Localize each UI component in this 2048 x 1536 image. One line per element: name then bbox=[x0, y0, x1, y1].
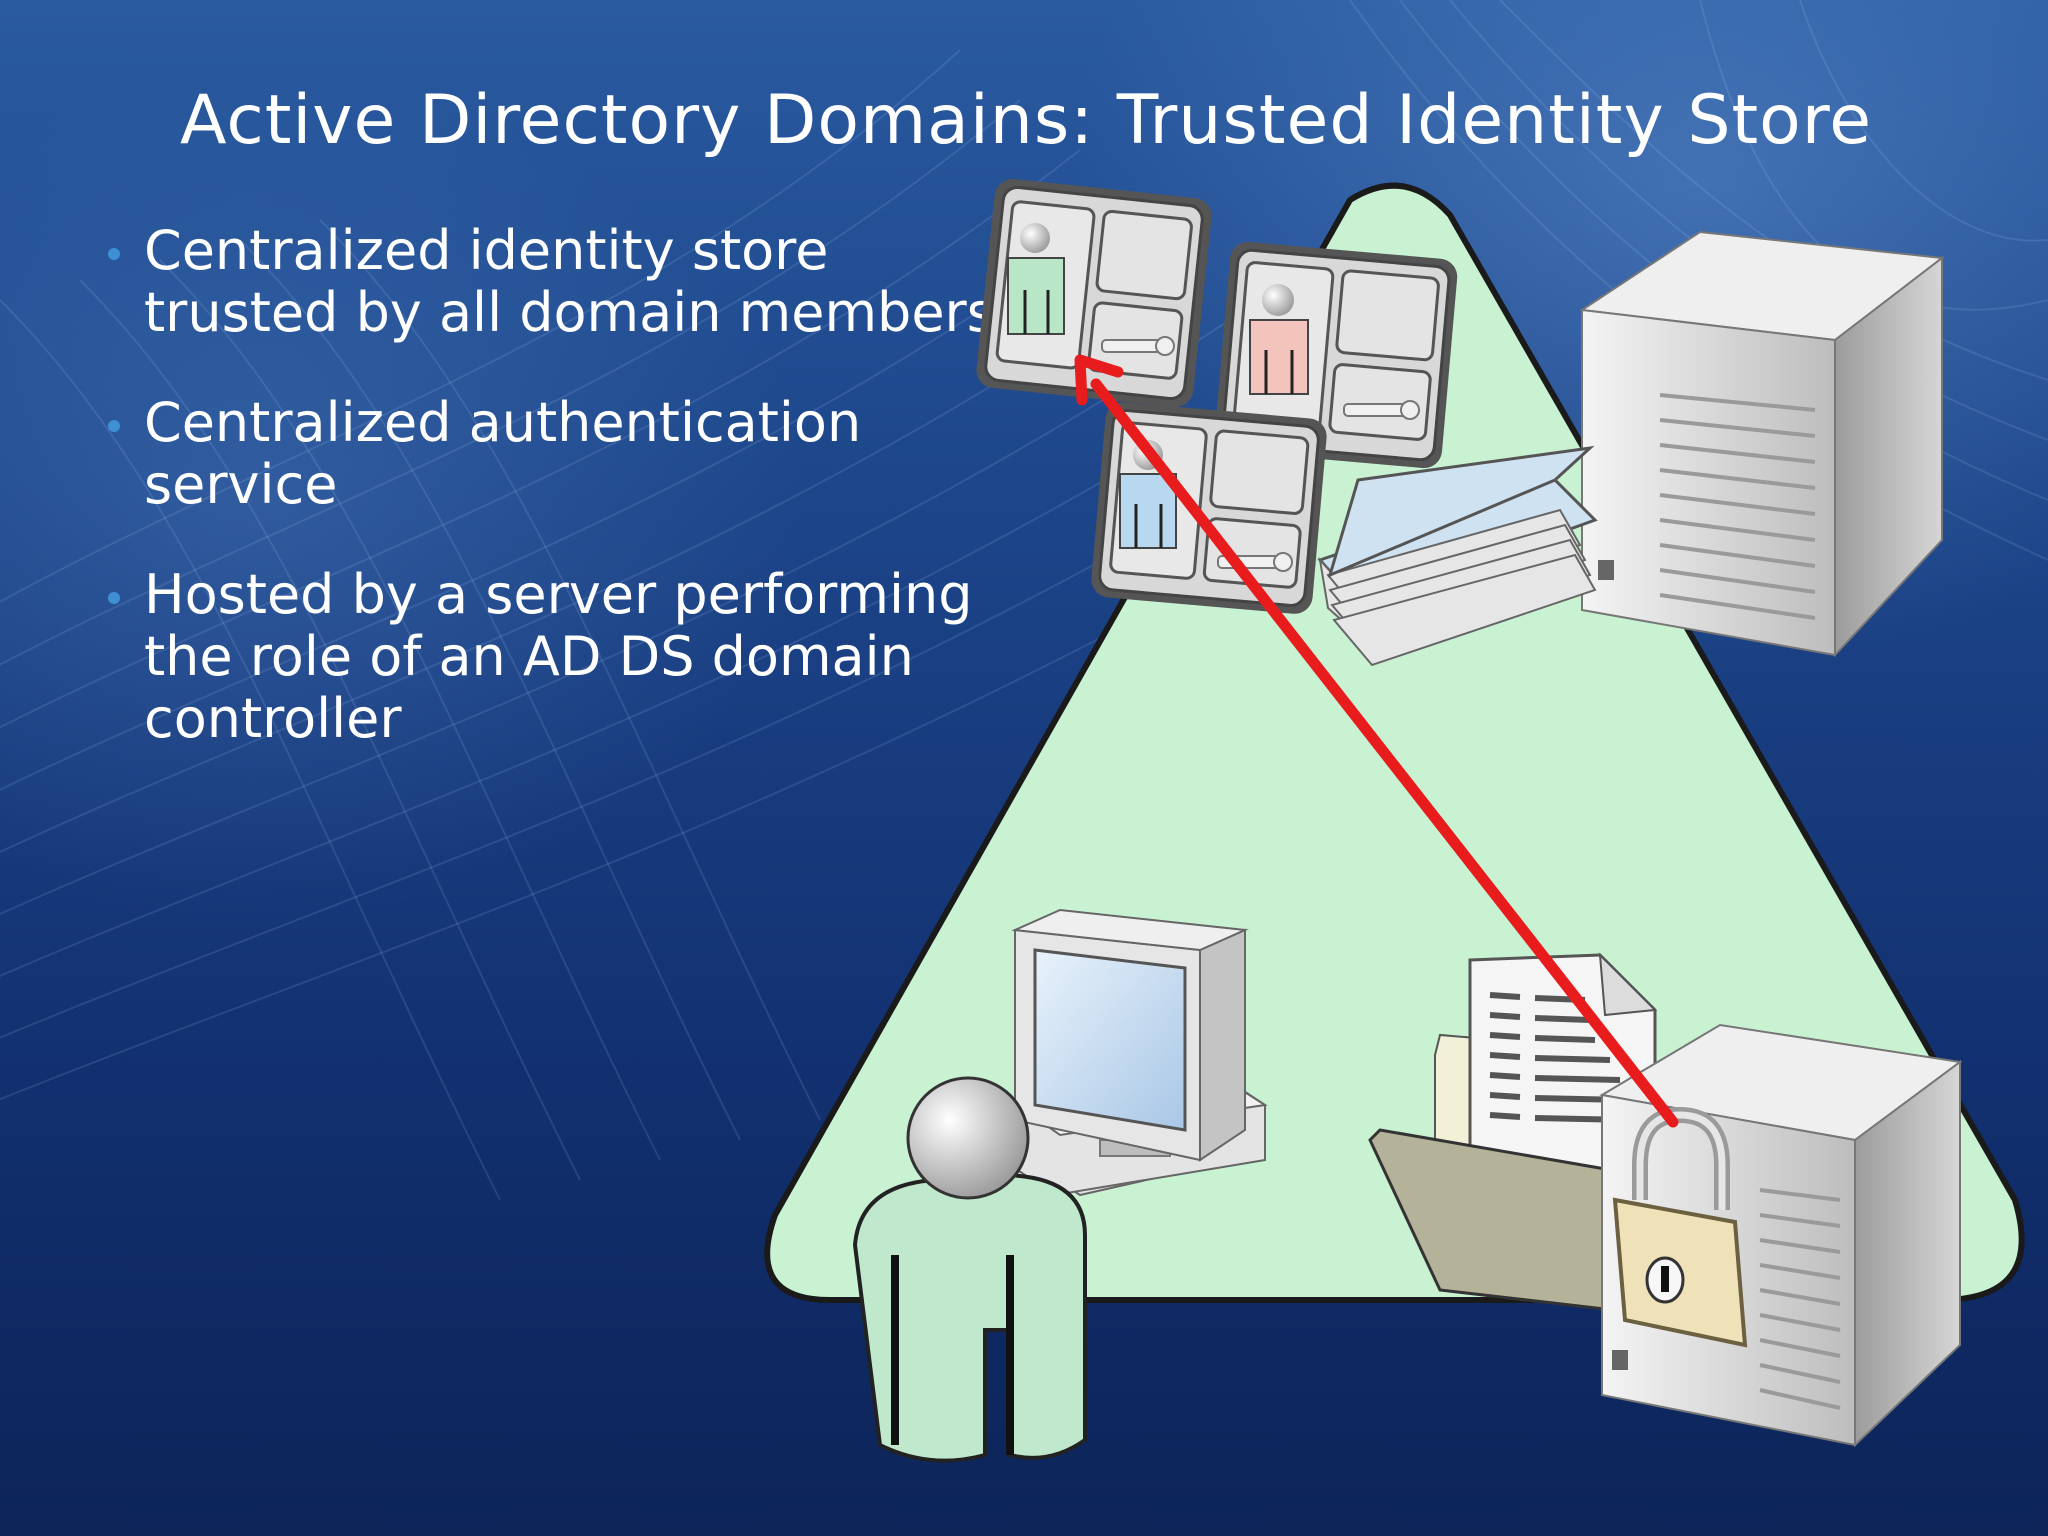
directory-binder bbox=[1317, 445, 1598, 667]
identity-card-green-user bbox=[976, 178, 1212, 408]
bullet-dot-icon bbox=[108, 420, 120, 432]
authentication-arrow bbox=[1074, 354, 1679, 1128]
bullet-text: Hosted by a server performing the role o… bbox=[144, 563, 973, 750]
bullet-text: Centralized authentication service bbox=[144, 391, 862, 516]
identity-card-blue-user bbox=[1091, 402, 1327, 614]
bullet-dot-icon bbox=[108, 592, 120, 604]
domain-controller-server bbox=[1579, 230, 1945, 658]
bullet-dot-icon bbox=[108, 248, 120, 260]
bullet-item: Centralized identity store trusted by al… bbox=[100, 220, 1000, 344]
bullet-item: Hosted by a server performing the role o… bbox=[100, 564, 1000, 750]
padlock-icon bbox=[1612, 1106, 1748, 1348]
bullet-list: Centralized identity store trusted by al… bbox=[100, 220, 1000, 798]
identity-card-pink-user bbox=[1214, 241, 1458, 469]
slide-title: Active Directory Domains: Trusted Identi… bbox=[180, 81, 1873, 160]
user-figure bbox=[852, 1076, 1087, 1463]
user-workstation bbox=[1007, 908, 1268, 1197]
bullet-text: Centralized identity store trusted by al… bbox=[144, 219, 995, 344]
bullet-item: Centralized authentication service bbox=[100, 392, 1000, 516]
